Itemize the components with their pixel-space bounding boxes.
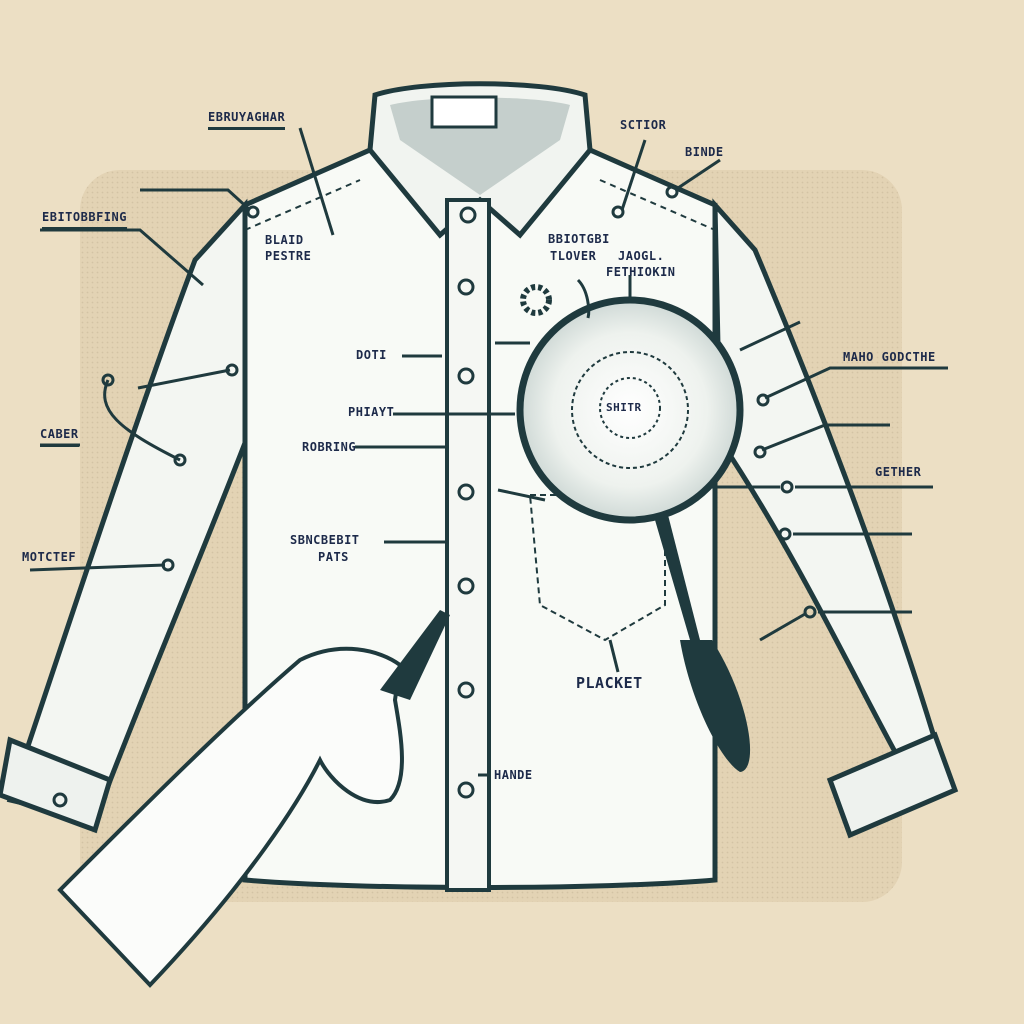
label-left-upper: EBITOBBFING	[42, 210, 127, 230]
left-sleeve	[6, 198, 253, 823]
left-cuff	[0, 736, 114, 834]
label-button-2: PHIAYT	[348, 405, 395, 419]
hand	[57, 646, 404, 988]
placket	[445, 198, 491, 892]
label-yoke-2: PESTRE	[265, 249, 312, 263]
label-chest-1b: TLOVER	[550, 249, 597, 263]
label-chest-2b: FETHIOKIN	[606, 265, 676, 279]
pen-icon	[380, 610, 450, 700]
cuff-button-icon	[52, 792, 68, 808]
button-icon	[457, 278, 475, 296]
button-icon	[457, 681, 475, 699]
label-left-lower: MOTCTEF	[22, 550, 77, 564]
label-top-left: EBRUYAGHAR	[208, 110, 286, 130]
magnifier-text: SHITR	[606, 401, 642, 414]
label-pocket: PLACKET	[576, 674, 643, 692]
button-icon	[457, 483, 475, 501]
label-button-1: DOTI	[356, 348, 387, 362]
label-right-2: GETHER	[875, 465, 922, 479]
label-button-4b: PATS	[318, 550, 349, 564]
label-button-4a: SBNCBEBIT	[290, 533, 360, 547]
button-icon	[457, 577, 475, 595]
button-icon	[457, 367, 475, 385]
label-right-1: MAHO GODCTHE	[843, 350, 936, 364]
label-chest-2a: JAOGL.	[618, 249, 665, 263]
magnifier-handle	[655, 515, 700, 640]
button-icon	[459, 206, 477, 224]
label-yoke-1: BLAID	[265, 233, 304, 247]
label-chest-1a: BBIOTGBI	[548, 232, 610, 246]
gear-icon	[520, 284, 552, 316]
button-icon	[457, 781, 475, 799]
label-top-right: BINDE	[685, 145, 724, 159]
label-bottom: HANDE	[494, 768, 533, 782]
right-cuff	[826, 731, 959, 839]
label-left-cuff: CABER	[40, 427, 79, 447]
buttons	[457, 206, 477, 799]
label-top-center: SCTIOR	[620, 118, 667, 132]
label-button-3: ROBRING	[302, 440, 357, 454]
collar-tag	[430, 95, 498, 129]
